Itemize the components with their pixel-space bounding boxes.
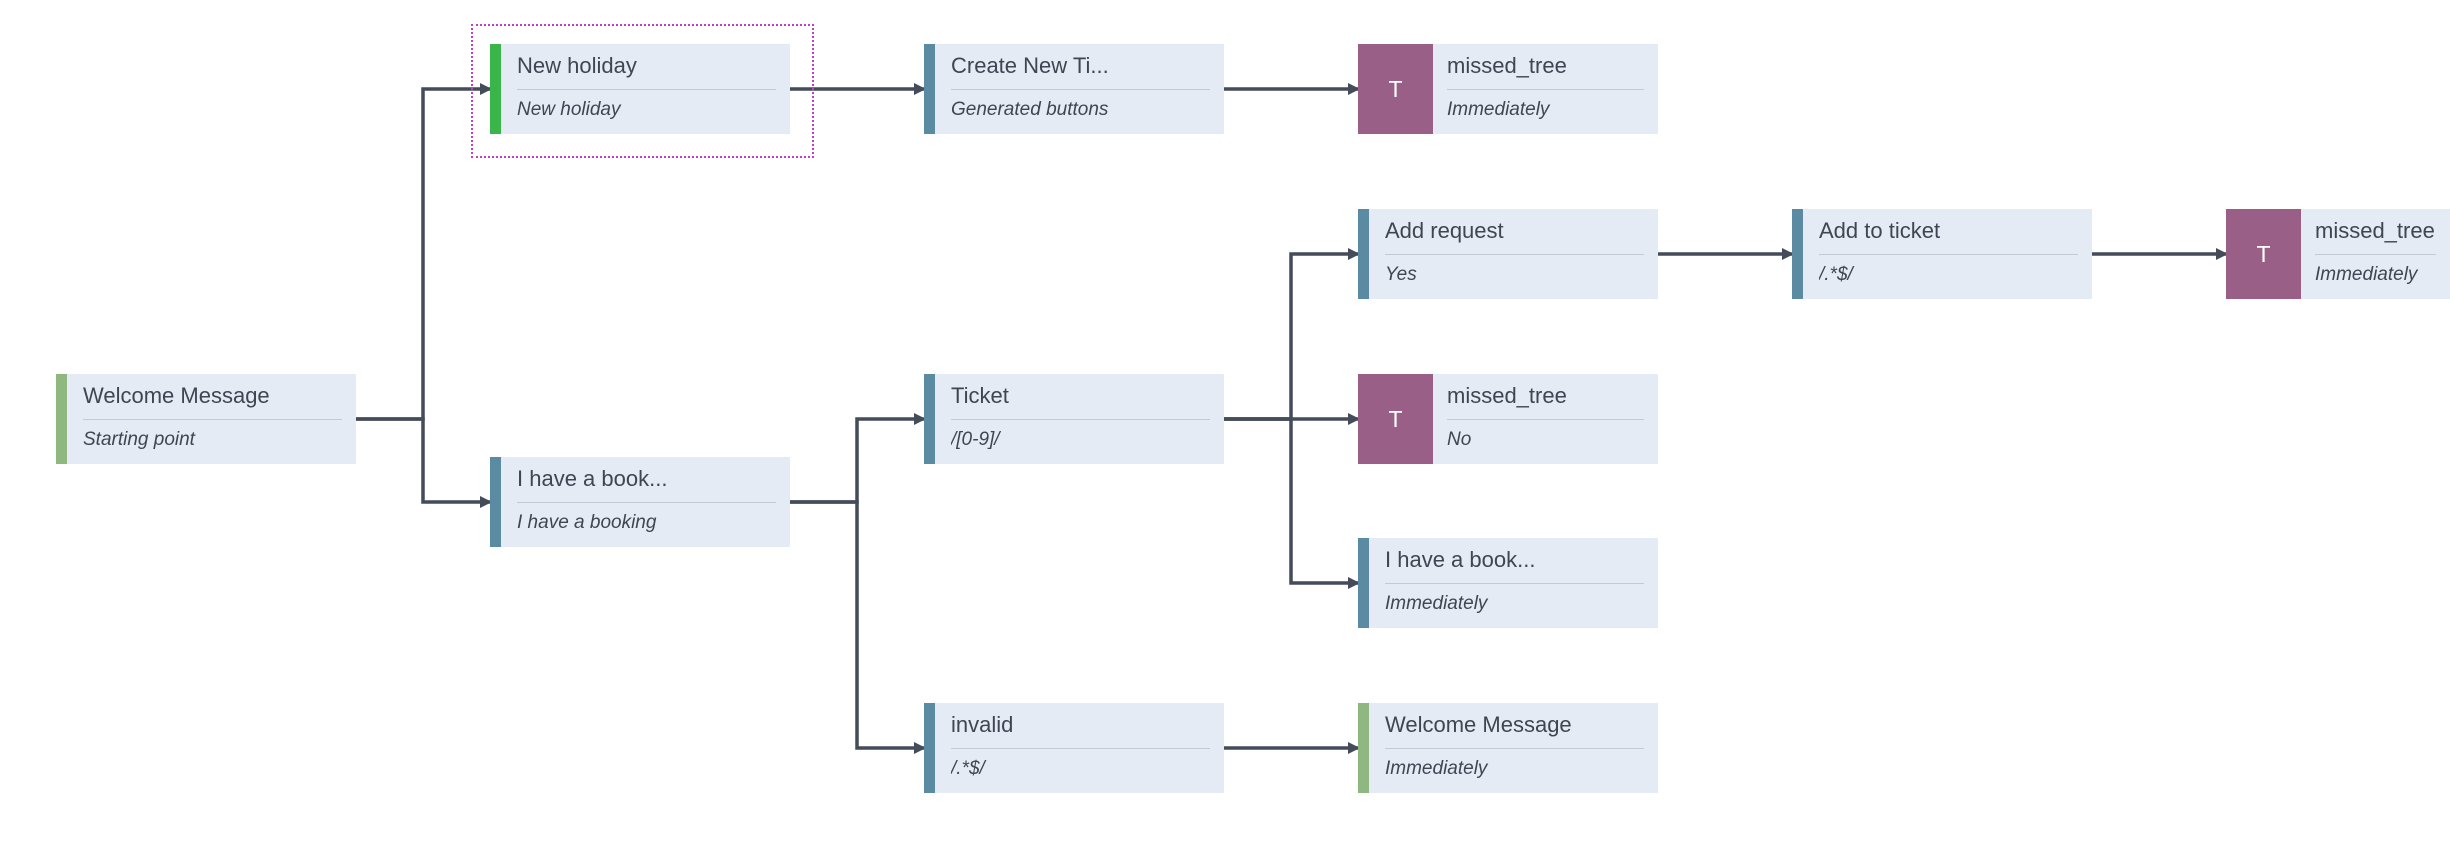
node-add-request[interactable]: Add request Yes: [1358, 209, 1658, 299]
node-title: Welcome Message: [83, 383, 270, 408]
divider: [517, 502, 776, 503]
terminal-tile: T: [1358, 44, 1433, 134]
node-subtitle: Yes: [1385, 264, 1417, 285]
step-indicator-bar: [924, 374, 935, 464]
node-welcome-message[interactable]: Welcome Message Starting point: [56, 374, 356, 464]
edge-welcome-to-new_holiday: [356, 83, 492, 421]
divider: [83, 419, 342, 420]
node-missed-tree[interactable]: T missed_tree Immediately: [1358, 44, 1658, 134]
node-title: Create New Ti...: [951, 53, 1109, 78]
node-missed-tree[interactable]: T missed_tree No: [1358, 374, 1658, 464]
node-subtitle: Immediately: [1447, 99, 1550, 120]
edge-ticket-to-add_request: [1224, 248, 1360, 421]
node-subtitle: I have a booking: [517, 512, 657, 533]
node-subtitle: New holiday: [517, 99, 621, 120]
start-indicator-bar: [1358, 703, 1369, 793]
node-title: I have a book...: [1385, 547, 1536, 572]
node-title: Add request: [1385, 218, 1504, 243]
edge-ticket-to-have_booking_2: [1224, 417, 1360, 589]
divider: [1447, 419, 1644, 420]
node-subtitle: Immediately: [1385, 758, 1488, 779]
divider: [517, 89, 776, 90]
node-title: Add to ticket: [1819, 218, 1941, 243]
node-title: missed_tree: [1447, 53, 1567, 78]
divider: [1385, 583, 1644, 584]
node-title: missed_tree: [1447, 383, 1567, 408]
divider: [951, 419, 1210, 420]
step-indicator-bar: [490, 457, 501, 547]
terminal-tile: T: [1358, 374, 1433, 464]
node-subtitle: /.*$/: [1819, 264, 1853, 285]
edge-have_booking-to-invalid: [790, 500, 926, 754]
node-subtitle: Immediately: [2315, 264, 2418, 285]
step-indicator-bar: [1358, 209, 1369, 299]
node-invalid[interactable]: invalid /.*$/: [924, 703, 1224, 793]
node-have-booking[interactable]: I have a book... Immediately: [1358, 538, 1658, 628]
terminal-tile: T: [2226, 209, 2301, 299]
divider: [951, 748, 1210, 749]
node-subtitle: /[0-9]/: [951, 429, 1000, 450]
edge-have_booking-to-ticket: [790, 413, 926, 504]
step-indicator-bar: [1358, 538, 1369, 628]
node-welcome-message[interactable]: Welcome Message Immediately: [1358, 703, 1658, 793]
step-indicator-bar: [924, 703, 935, 793]
node-subtitle: No: [1447, 429, 1472, 450]
node-title: Welcome Message: [1385, 712, 1572, 737]
node-ticket[interactable]: Ticket /[0-9]/: [924, 374, 1224, 464]
step-indicator-bar: [1792, 209, 1803, 299]
node-add-to-ticket[interactable]: Add to ticket /.*$/: [1792, 209, 2092, 299]
divider: [1447, 89, 1644, 90]
divider: [1819, 254, 2078, 255]
node-title: Ticket: [951, 383, 1009, 408]
node-create-ticket[interactable]: Create New Ti... Generated buttons: [924, 44, 1224, 134]
node-title: I have a book...: [517, 466, 668, 491]
divider: [951, 89, 1210, 90]
node-subtitle: Generated buttons: [951, 99, 1109, 120]
node-have-booking[interactable]: I have a book... I have a booking: [490, 457, 790, 547]
divider: [1385, 254, 1644, 255]
node-subtitle: Starting point: [83, 429, 195, 450]
node-new-holiday[interactable]: New holiday New holiday: [490, 44, 790, 134]
divider: [1385, 748, 1644, 749]
node-title: New holiday: [517, 53, 637, 78]
node-subtitle: /.*$/: [951, 758, 985, 779]
selected-indicator-bar: [490, 44, 501, 134]
node-title: missed_tree: [2315, 218, 2435, 243]
divider: [2315, 254, 2436, 255]
node-subtitle: Immediately: [1385, 593, 1488, 614]
edge-welcome-to-have_booking: [356, 417, 492, 508]
selection-outline: [471, 24, 814, 158]
node-title: invalid: [951, 712, 1014, 737]
start-indicator-bar: [56, 374, 67, 464]
step-indicator-bar: [924, 44, 935, 134]
node-missed-tree[interactable]: T missed_tree Immediately: [2226, 209, 2450, 299]
